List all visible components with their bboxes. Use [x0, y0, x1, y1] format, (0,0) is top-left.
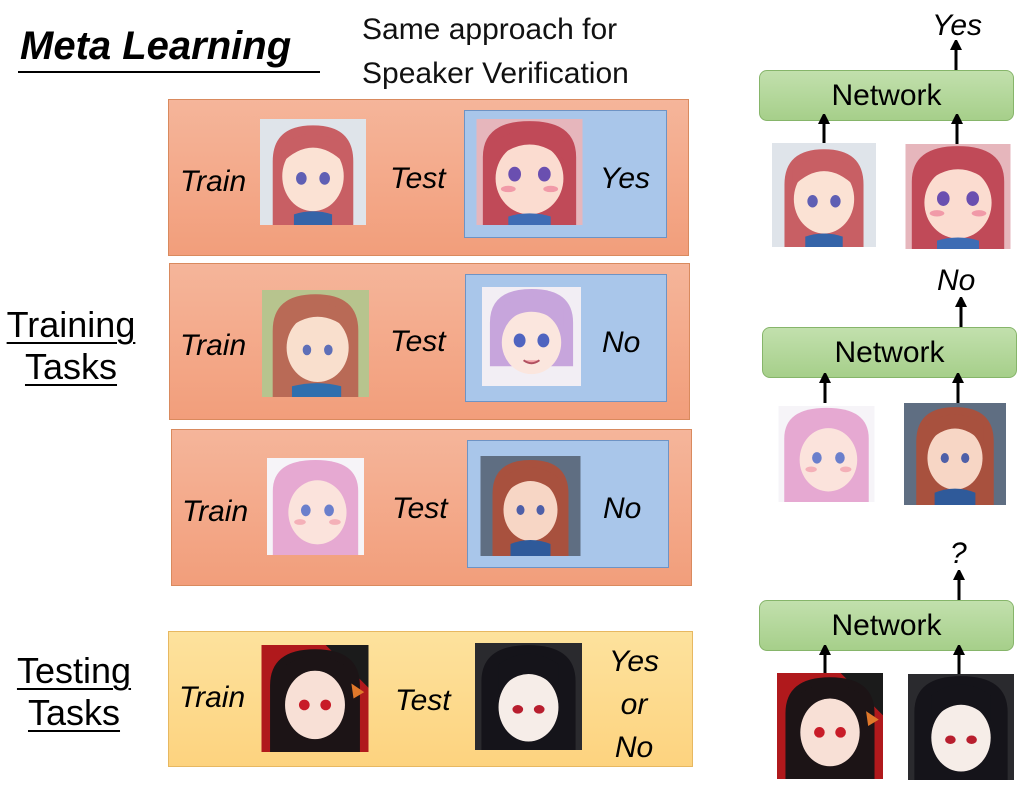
test-label: Test	[390, 162, 446, 195]
title-underline	[18, 71, 320, 73]
arrow-up-icon	[818, 114, 830, 144]
answer-label-2: No	[602, 326, 641, 359]
slide-title: Meta Learning	[20, 24, 292, 68]
black-haired-girl-face-icon	[475, 642, 582, 751]
black-haired-girl-face-icon	[777, 673, 883, 779]
arrow-up-icon	[953, 645, 965, 675]
train-label: Train	[182, 495, 249, 528]
red-haired-girl-face-icon	[262, 290, 369, 397]
arrow-up-icon	[951, 114, 963, 144]
network-box-1: Network	[759, 70, 1014, 121]
network-box-2: Network	[762, 327, 1017, 378]
answer-label-1: Yes	[600, 162, 651, 195]
answer-label-3: No	[603, 492, 642, 525]
arrow-up-icon	[819, 373, 831, 403]
testing-task	[168, 631, 693, 767]
testing-answer-line-2: or	[620, 688, 648, 721]
arrow-up-icon	[952, 373, 964, 403]
network-output-1: Yes	[932, 9, 983, 42]
red-haired-girl-face-icon	[478, 456, 583, 556]
testing-tasks-label: Testing Tasks	[6, 650, 142, 734]
arrow-up-icon	[953, 570, 965, 600]
arrow-up-icon	[950, 40, 962, 70]
network-output-3: ?	[950, 537, 967, 570]
red-haired-girl-face-icon	[259, 119, 367, 225]
red-haired-girl-face-icon	[902, 403, 1008, 505]
testing-label-line-2: Tasks	[27, 692, 121, 733]
testing-label-line-1: Testing	[16, 650, 132, 691]
test-label: Test	[395, 684, 451, 717]
train-label: Train	[180, 329, 247, 362]
test-label: Test	[392, 492, 448, 525]
red-haired-girl-face-icon	[905, 144, 1011, 249]
subtitle: Same approach for Speaker Verification	[362, 8, 629, 96]
black-haired-girl-face-icon	[908, 673, 1014, 781]
arrow-up-icon	[955, 297, 967, 327]
subtitle-line-2: Speaker Verification	[362, 57, 629, 90]
training-tasks-label: Training Tasks	[0, 304, 142, 388]
pink-haired-girl-face-icon	[262, 458, 369, 555]
pink-haired-girl-face-icon	[773, 406, 880, 502]
training-label-line-1: Training	[6, 304, 136, 345]
test-label: Test	[390, 325, 446, 358]
testing-answer-line-3: No	[614, 731, 654, 764]
training-label-line-2: Tasks	[24, 346, 118, 387]
arrow-up-icon	[819, 645, 831, 675]
red-haired-girl-face-icon	[475, 119, 584, 225]
train-label: Train	[180, 165, 247, 198]
testing-answer: Yes or No	[609, 640, 659, 769]
pink-haired-girl-face-icon	[478, 287, 585, 386]
testing-answer-line-1: Yes	[609, 645, 660, 678]
train-label: Train	[179, 681, 246, 714]
red-haired-girl-face-icon	[771, 143, 877, 247]
subtitle-line-1: Same approach for	[362, 13, 618, 46]
network-box-3: Network	[759, 600, 1014, 651]
black-haired-girl-face-icon	[261, 645, 369, 752]
network-output-2: No	[937, 264, 976, 297]
